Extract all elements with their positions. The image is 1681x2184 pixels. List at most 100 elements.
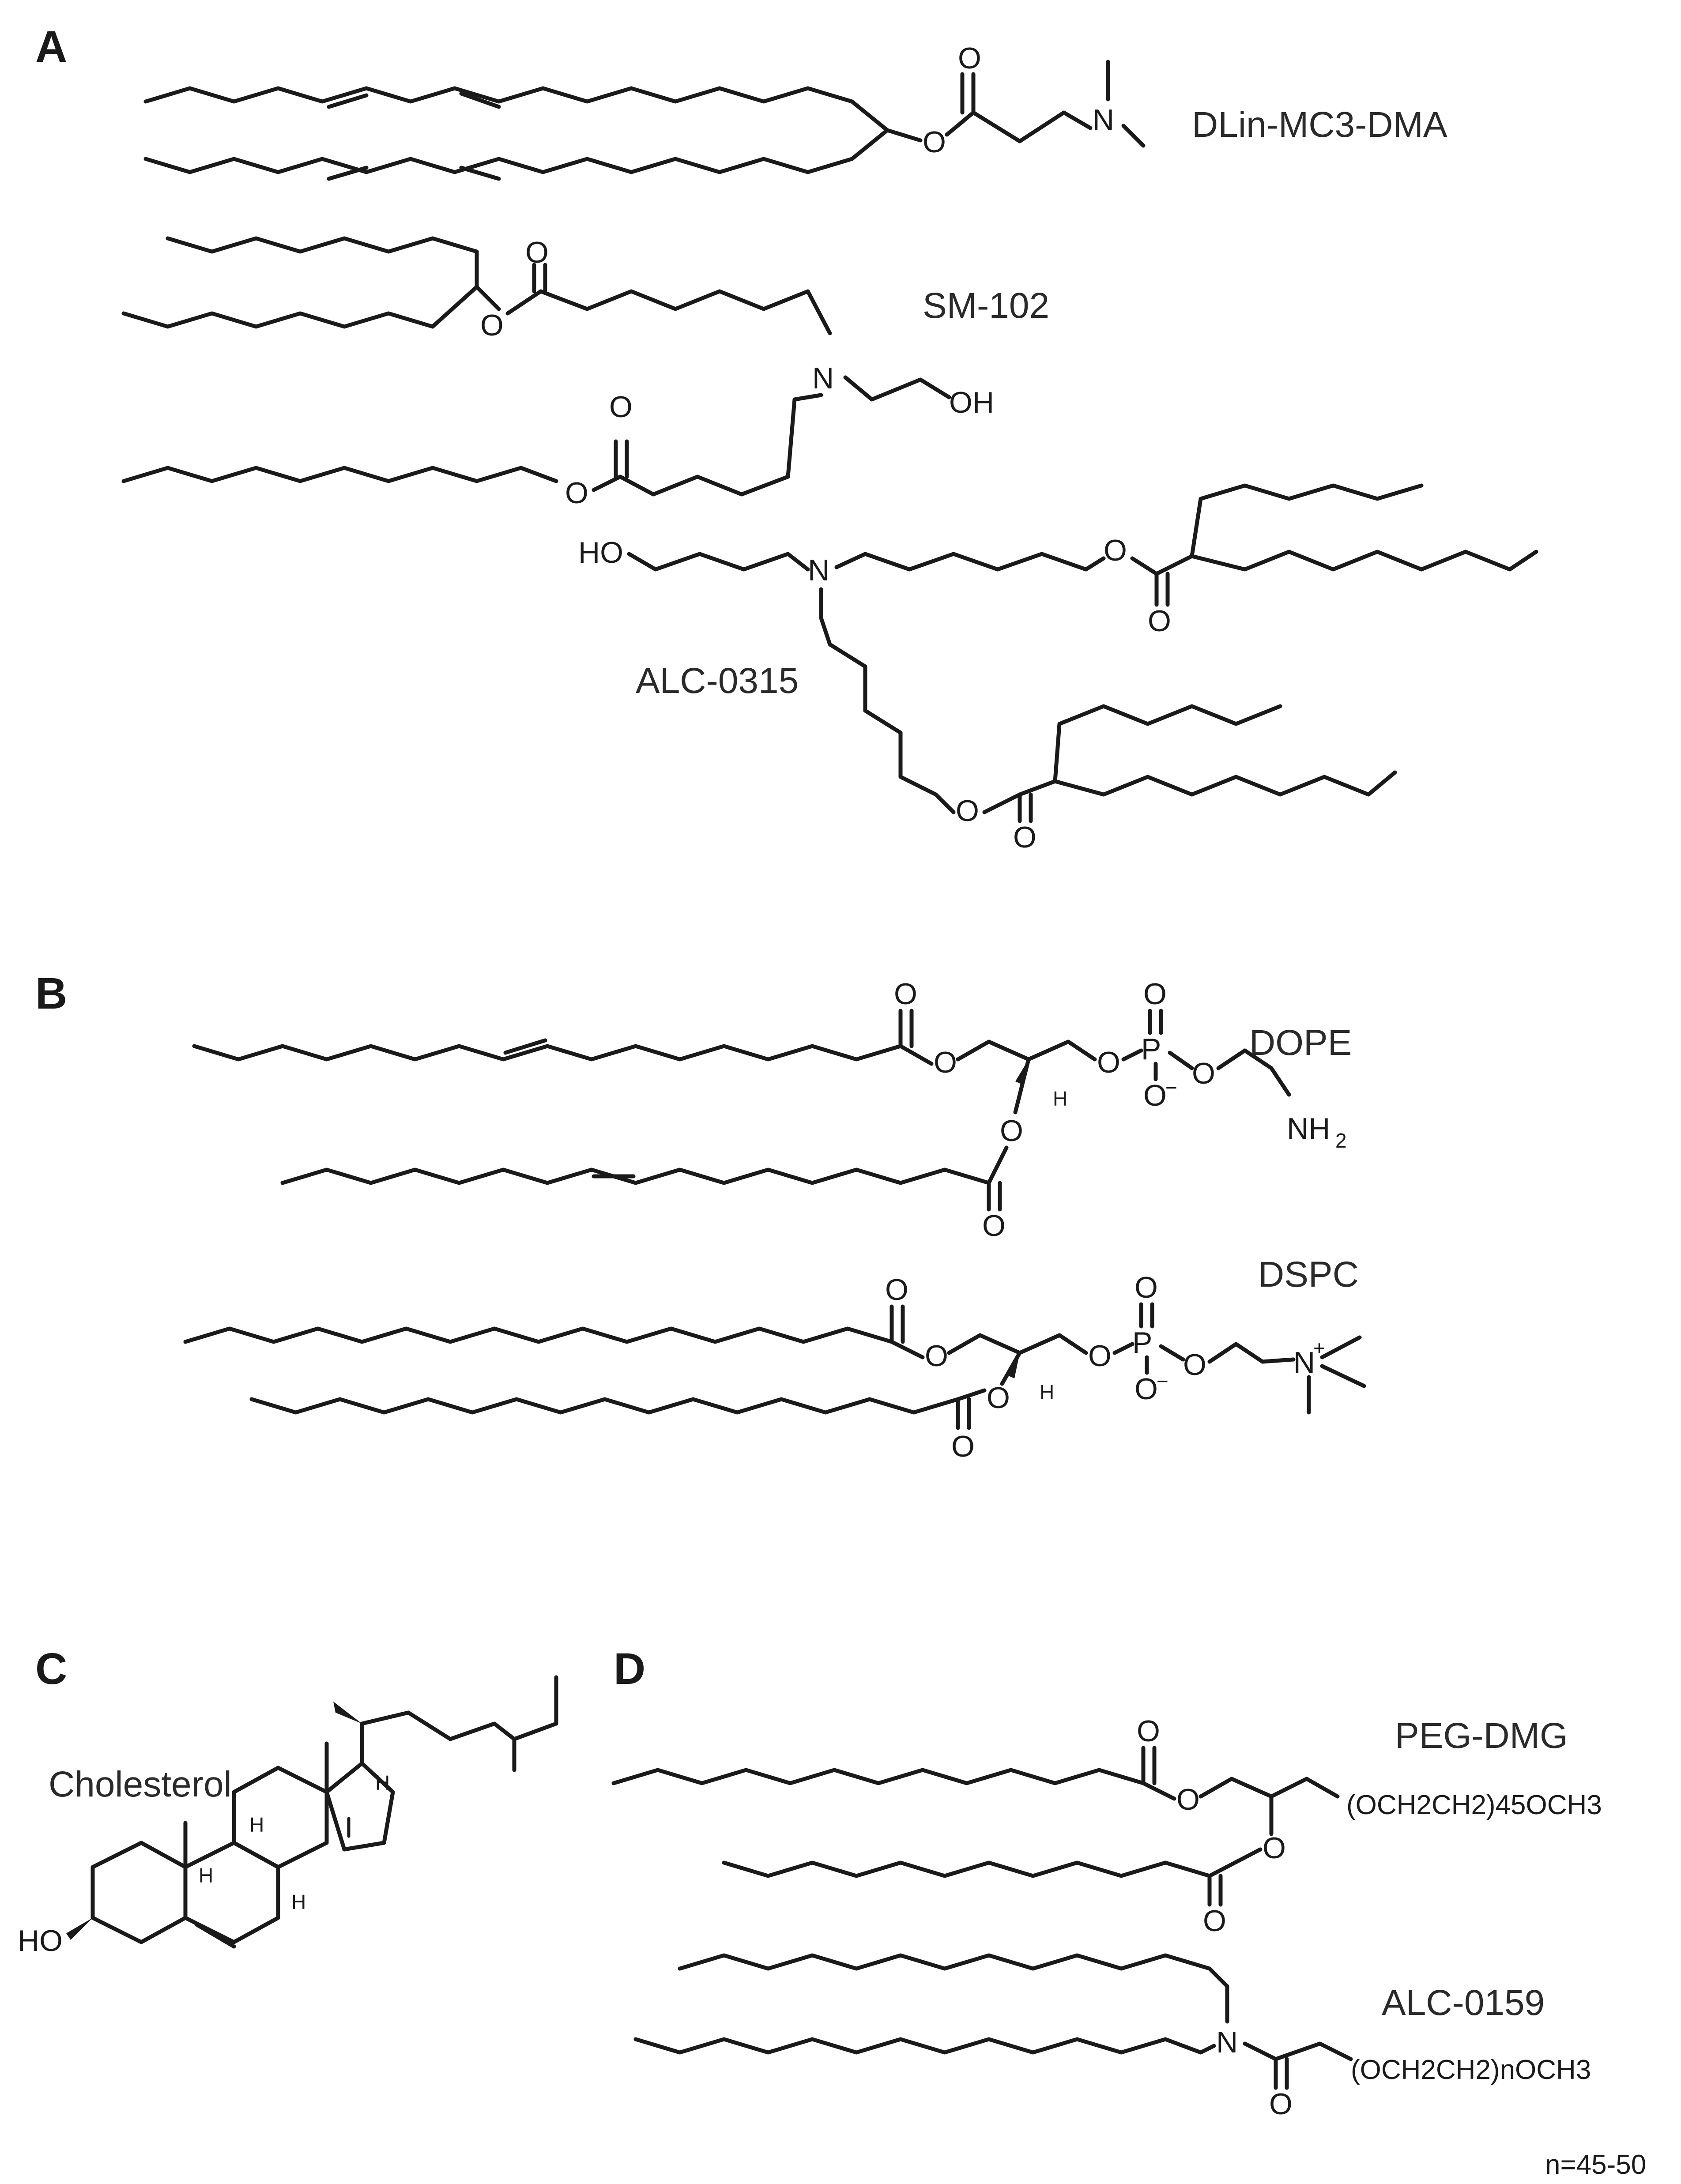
- dope-ethanolamine: [1216, 1048, 1291, 1097]
- dope-carbonyl-o-2: O: [982, 1209, 1006, 1243]
- alc0159-amide-n: N: [1216, 2026, 1238, 2059]
- dope-charge-minus: −: [1165, 1076, 1177, 1099]
- dope-carbonyl-o-1: O: [894, 977, 917, 1011]
- mc3-chain-upper: [143, 86, 854, 104]
- mc3-double-bond-2: [459, 91, 501, 109]
- mc3-double-bond-4: [459, 166, 501, 181]
- sm102-ester-2b: [592, 474, 622, 492]
- dope-p-ominus: O: [1143, 1079, 1167, 1112]
- pegdmg-glycerol: [1199, 1777, 1340, 1799]
- dspc-n-methyl-2: [1320, 1364, 1366, 1388]
- alc0315-ho: HO: [578, 536, 623, 569]
- sm102-chain-4: [651, 393, 823, 497]
- dope-glycerol: [956, 1039, 1097, 1062]
- pegdmg-carbonyl-o-1: O: [1137, 1714, 1160, 1748]
- dspc-carbonyl-o-2: O: [951, 1430, 975, 1463]
- pegdmg-carbonyl-o-2: O: [1203, 1904, 1226, 1938]
- dspc-h: H: [1040, 1381, 1054, 1404]
- sm102-chain-5: [121, 466, 558, 483]
- alc0315-carbonyl-o-2: O: [1013, 821, 1036, 854]
- chol-ring-a: [90, 1841, 188, 1944]
- structure-dope: O O H O O P O O − O NH 2 O: [192, 977, 1347, 1243]
- chol-ring-c: [232, 1766, 329, 1869]
- structure-dspc: O O H O O P O O − O N + O: [183, 1271, 1366, 1463]
- dope-ethanolamine-o: O: [1192, 1057, 1215, 1090]
- sm102-chain-3: [539, 289, 832, 335]
- mc3-carbonyl-o: O: [958, 41, 981, 75]
- chol-hydroxyl: HO: [18, 1924, 63, 1958]
- dspc-ester-o-1: O: [925, 1339, 948, 1373]
- alc0315-hexyl-2: [819, 587, 956, 814]
- name-dlin-mc3-dma: DLin-MC3-DMA: [1192, 105, 1447, 145]
- alc0159-tetradecyl-1: [678, 1953, 1229, 2024]
- dope-p: P: [1141, 1032, 1161, 1066]
- sm102-o-c: [505, 289, 543, 316]
- dspc-choline-o: O: [1183, 1348, 1206, 1382]
- dope-ester-1: [898, 1044, 934, 1066]
- dope-p-o-ester: [1168, 1051, 1194, 1070]
- dspc-ester-1: [889, 1340, 925, 1359]
- name-sm-102: SM-102: [923, 286, 1049, 326]
- panel-label-a: A: [35, 22, 67, 72]
- mc3-branch: [850, 99, 889, 161]
- dope-double-bond-1: [503, 1038, 547, 1055]
- chol-h-8: H: [249, 1813, 264, 1836]
- dspc-choline: [1207, 1342, 1296, 1364]
- sm102-chain-2: [121, 311, 435, 329]
- dope-ester-2-link: [987, 1145, 1009, 1185]
- dope-ester-o-1: O: [934, 1046, 957, 1079]
- dspc-p-oxo: O: [1134, 1271, 1158, 1304]
- name-dspc: DSPC: [1258, 1254, 1359, 1295]
- name-alc-0315: ALC-0315: [636, 661, 799, 701]
- dspc-stearoyl-2: [249, 1397, 960, 1415]
- sm102-carbonyl-o-1: O: [525, 236, 549, 269]
- footnote-n-range: n=45-50: [1545, 2150, 1646, 2180]
- alc0315-amine-n: N: [808, 554, 829, 587]
- sm102-ester-o-2: O: [565, 476, 588, 510]
- alc0315-hexyl-branch-1: [1190, 483, 1424, 558]
- pegdmg-myristoyl-1: [611, 1768, 1146, 1785]
- mc3-o-c: [945, 110, 976, 137]
- dope-c-o-2: [1013, 1057, 1031, 1115]
- structure-alc-0159: N O (OCH2CH2)nOCH3: [633, 1953, 1591, 2121]
- dspc-p: P: [1132, 1326, 1152, 1359]
- mc3-double-bond-1: [327, 93, 369, 109]
- chol-side-chain: [360, 1710, 516, 1766]
- sm102-ester-2: [618, 474, 656, 497]
- structure-cholesterol: H H H H HO: [18, 1675, 558, 1958]
- dope-phosphate-o: O: [1097, 1046, 1120, 1079]
- chol-wedge-c3: [66, 1918, 93, 1940]
- pegdmg-peg-chain: (OCH2CH2)45OCH3: [1346, 1790, 1602, 1820]
- dspc-n-plus: N: [1293, 1346, 1315, 1379]
- dspc-ester-o-2: O: [987, 1381, 1010, 1415]
- name-cholesterol: Cholesterol: [49, 1764, 232, 1804]
- panel-label-c: C: [35, 1644, 67, 1694]
- sm102-amine-n: N: [812, 361, 834, 395]
- sm102-chain-1: [166, 236, 479, 254]
- alc0315-hydroxybutyl: [627, 552, 810, 572]
- alc0315-carbonyl-o-1: O: [1148, 604, 1171, 638]
- name-alc-0159: ALC-0159: [1382, 1983, 1545, 2023]
- dope-p-oxo: O: [1143, 977, 1167, 1011]
- dspc-phosphate-o: O: [1088, 1339, 1112, 1373]
- alc0315-hexyl-1: [834, 552, 1106, 572]
- pegdmg-myristoyl-2: [722, 1860, 1212, 1878]
- mc3-n-methyl-2: [1121, 124, 1146, 148]
- mc3-amine-n: N: [1093, 103, 1114, 137]
- dspc-o-p: [1112, 1342, 1134, 1355]
- dspc-carbonyl-o-1: O: [885, 1273, 908, 1307]
- chol-wedge-c21: [333, 1702, 362, 1724]
- dope-nh2-sub: 2: [1335, 1129, 1347, 1152]
- name-dope: DOPE: [1249, 1023, 1352, 1063]
- dspc-p-o-ester: [1159, 1344, 1185, 1362]
- structure-sm-102: O O N OH O O: [121, 236, 994, 510]
- chol-h-17: H: [375, 1771, 390, 1794]
- alc0315-ester-1: [1130, 554, 1194, 576]
- dspc-stearoyl-1: [183, 1326, 894, 1344]
- dspc-c-o-2: [1000, 1351, 1022, 1386]
- alc0159-peg-chain: (OCH2CH2)nOCH3: [1351, 2055, 1591, 2085]
- alc0315-decyl-branch-2: [1053, 770, 1397, 797]
- mc3-double-bond-3: [327, 166, 369, 181]
- name-peg-dmg: PEG-DMG: [1395, 1716, 1568, 1756]
- alc0159-amide: [1243, 2041, 1353, 2061]
